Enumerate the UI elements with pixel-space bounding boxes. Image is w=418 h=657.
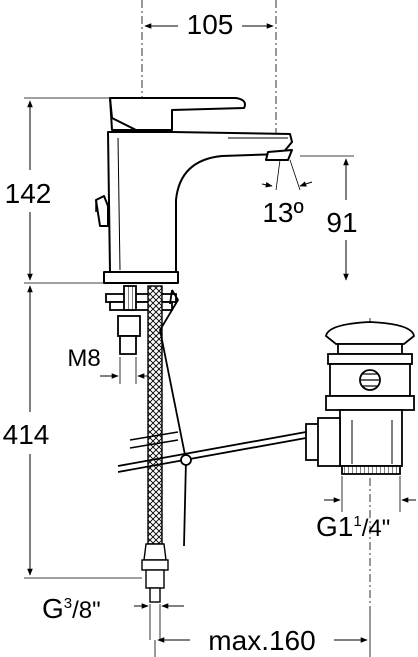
mounting-hardware [105, 285, 177, 355]
dim-label-max160: max.160 [208, 625, 315, 656]
waste-valve [305, 318, 415, 610]
dim-max-distance: max.160 [154, 610, 371, 657]
dim-label-g38: G3/8" [42, 593, 101, 624]
dim-label-142: 142 [5, 178, 52, 209]
dim-body-height: 142 [5, 97, 110, 284]
dim-hose-length: 414 [3, 285, 142, 579]
dim-label-414: 414 [3, 419, 50, 450]
faucet-body [95, 97, 293, 284]
dim-label-g114: G11/4" [316, 511, 390, 542]
dim-stud-thread: M8 [67, 345, 156, 384]
dim-label-13deg: 13º [262, 197, 303, 228]
flexible-hose [129, 285, 179, 603]
dim-label-105: 105 [187, 9, 234, 40]
dim-spout-angle: 13º [261, 159, 313, 228]
dim-top-width: 105 [141, 0, 277, 145]
popup-rod [117, 289, 307, 547]
dim-hose-thread: G3/8" [42, 593, 184, 640]
dim-label-m8: M8 [67, 345, 100, 372]
dim-spout-height: 91 [300, 155, 358, 281]
dim-waste-thread: G11/4" [316, 476, 416, 542]
dim-label-91: 91 [326, 207, 357, 238]
